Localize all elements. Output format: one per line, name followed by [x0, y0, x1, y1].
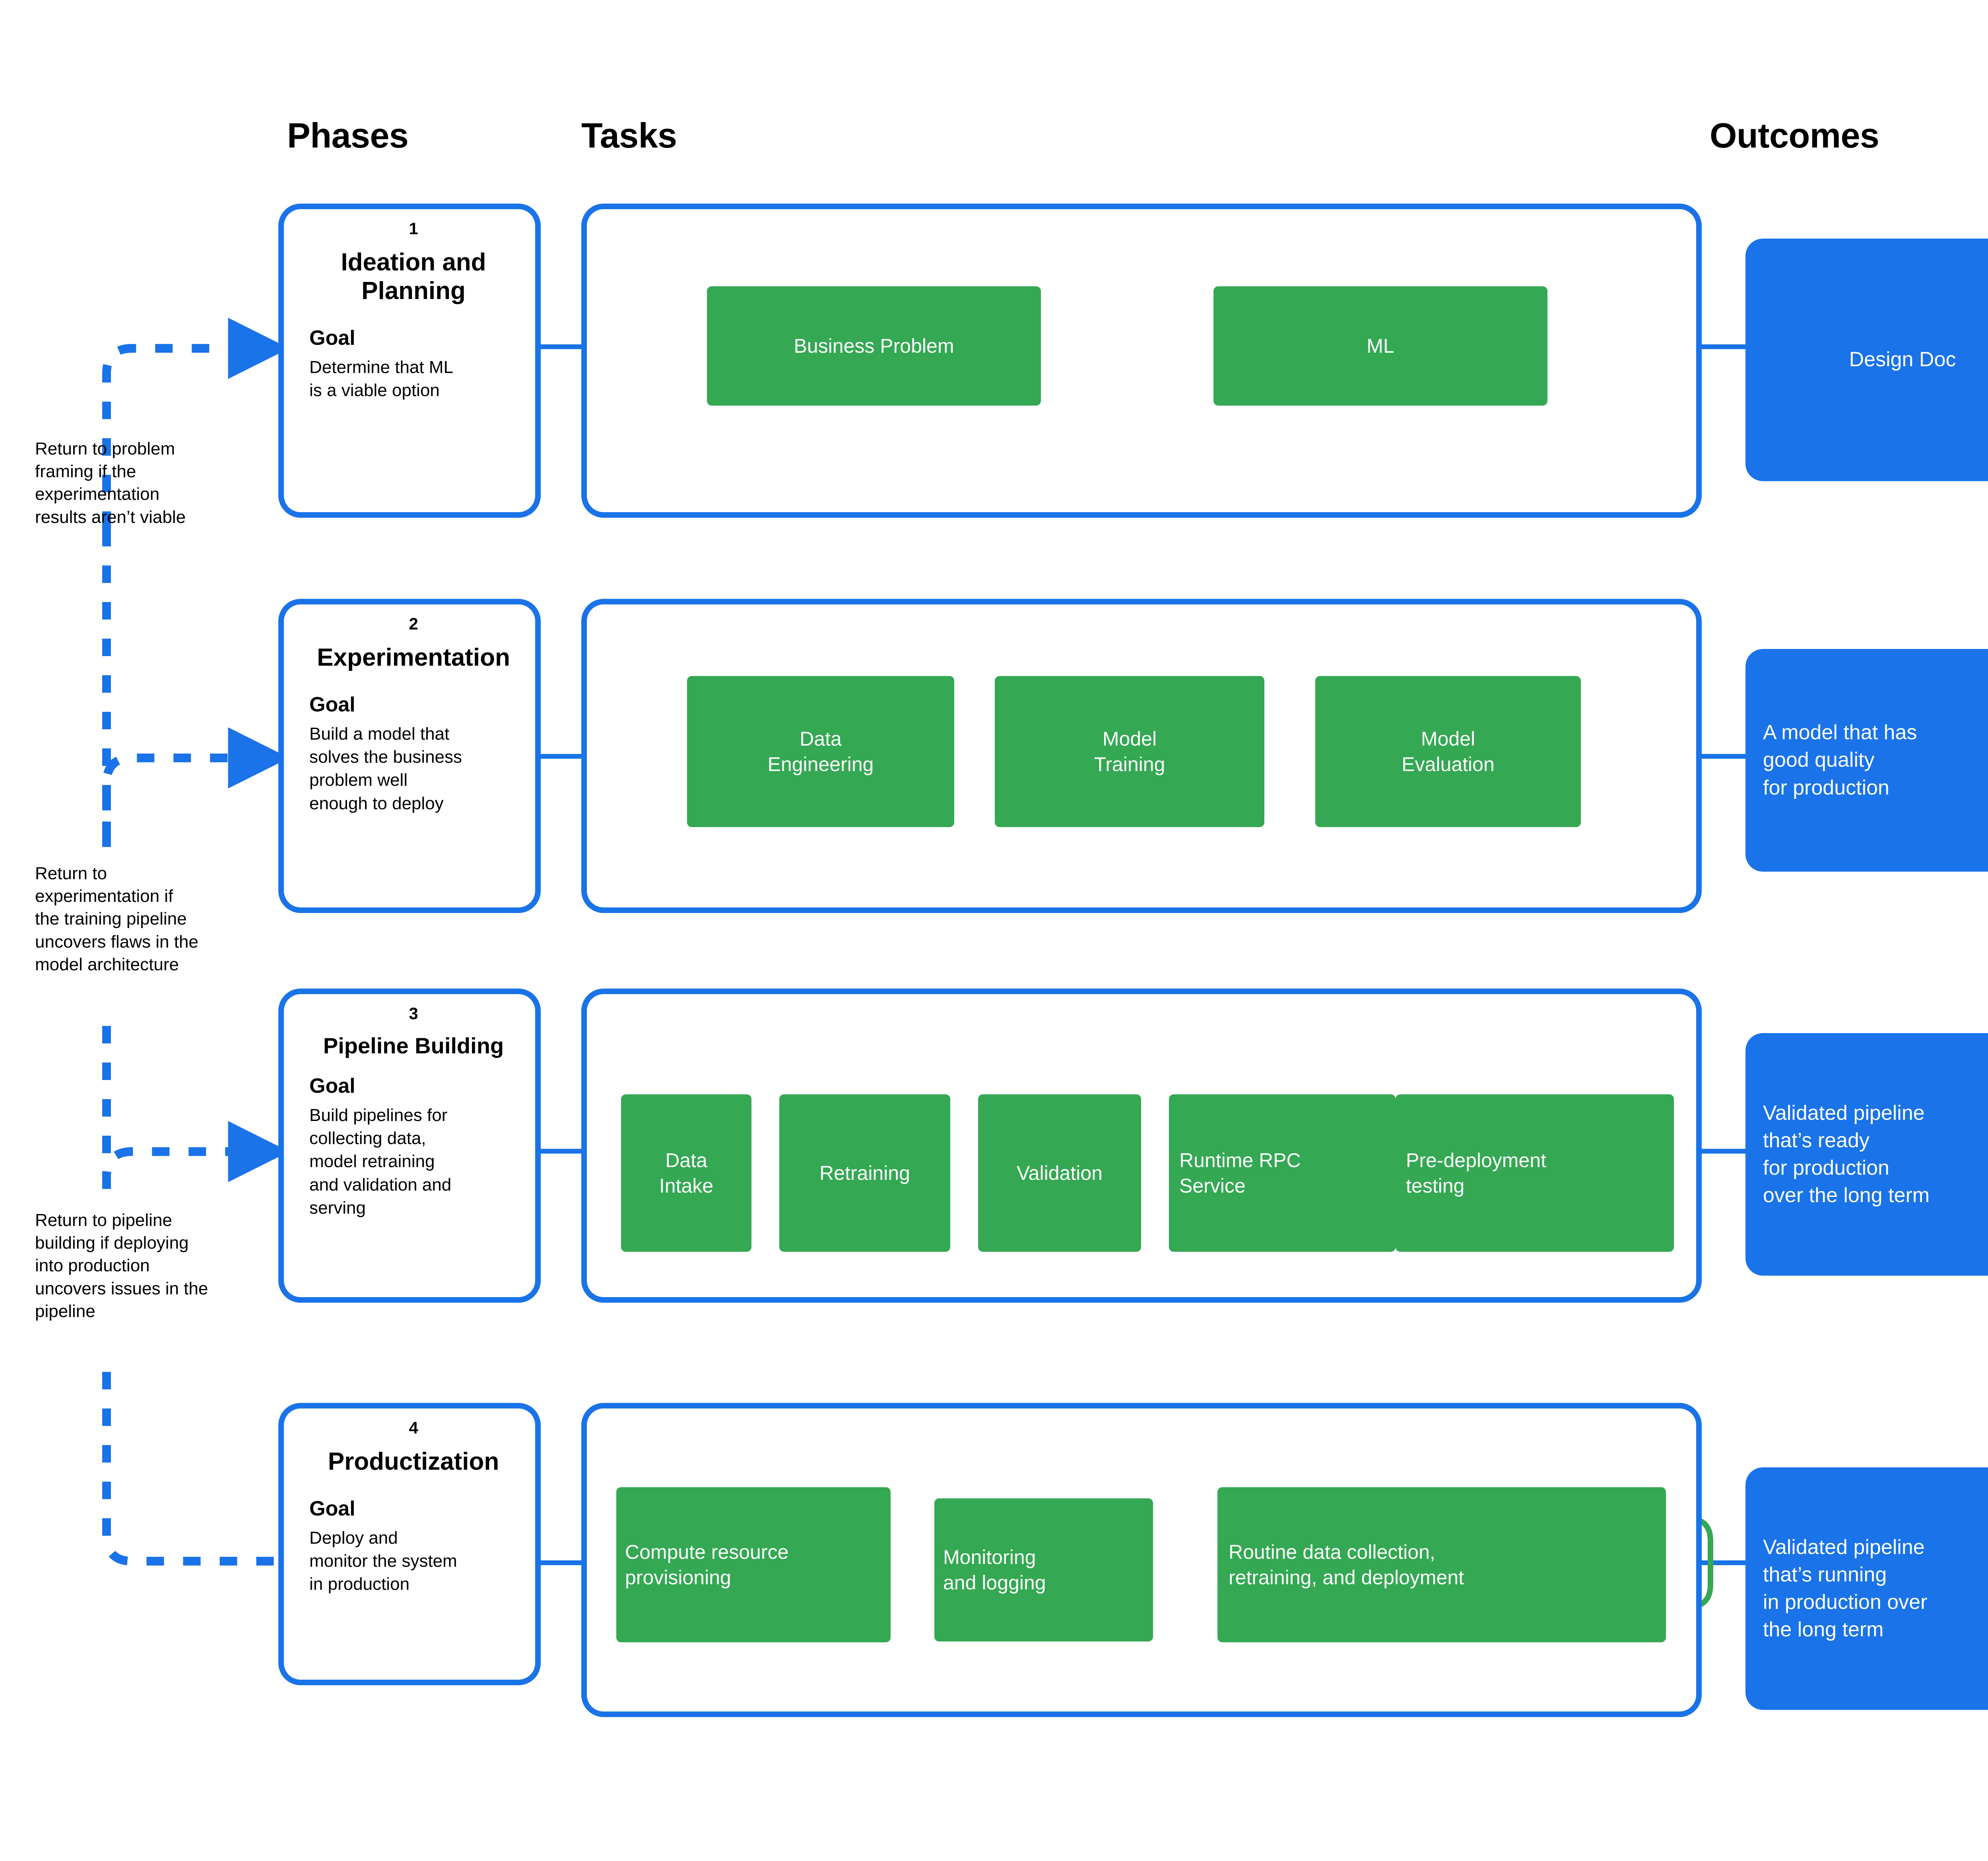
phase-goal-text-2: Build a model that solves the business p… — [309, 724, 462, 813]
column-header-outcomes: Outcomes — [1710, 116, 1879, 155]
phase-card-3[interactable]: 3 Pipeline Building Goal Build pipelines… — [278, 989, 541, 1303]
feedback-spine-left — [102, 529, 278, 1566]
task-box-business-problem[interactable]: Business Problem — [707, 286, 1041, 406]
feedback-note-2: Return to experimentation if the trainin… — [35, 864, 198, 974]
task-box-data-engineering[interactable]: Data Engineering — [687, 676, 954, 827]
outcome-box-2[interactable]: A model that has good quality for produc… — [1745, 649, 1988, 872]
phase-card-2[interactable]: 2 Experimentation Goal Build a model tha… — [278, 599, 541, 913]
phase-number-3: 3 — [409, 1004, 418, 1023]
task-box-pre-deployment-testing[interactable]: Pre-deployment testing — [1396, 1094, 1674, 1252]
task-box-runtime-rpc-service[interactable]: Runtime RPC Service — [1169, 1094, 1396, 1252]
task-box-data-intake[interactable]: Data Intake — [621, 1094, 751, 1252]
task-box-model-evaluation[interactable]: Model Evaluation — [1315, 676, 1581, 827]
phase-title-4: Productization — [328, 1448, 499, 1476]
phase-title-1: Ideation and Planning — [341, 249, 486, 305]
phase-title-3: Pipeline Building — [323, 1033, 504, 1059]
phase-goal-label-4: Goal — [309, 1497, 355, 1521]
task-box-model-training[interactable]: Model Training — [995, 676, 1264, 827]
phase-goal-label-3: Goal — [309, 1074, 355, 1098]
phase-number-1: 1 — [409, 219, 418, 238]
feedback-arrow-to-phase2 — [102, 727, 289, 847]
feedback-note-3: Return to pipeline building if deploying… — [35, 1210, 208, 1321]
phase-goal-text-4: Deploy and monitor the system in product… — [309, 1528, 457, 1594]
phase-number-4: 4 — [409, 1418, 418, 1437]
phase-task-connectors — [541, 344, 581, 1565]
task-box-routine-data-collection[interactable]: Routine data collection, retraining, and… — [1217, 1487, 1666, 1642]
task-box-monitoring-and-logging[interactable]: Monitoring and logging — [934, 1498, 1153, 1641]
outcome-box-3[interactable]: Validated pipeline that’s ready for prod… — [1745, 1033, 1988, 1276]
outcome-box-1[interactable]: Design Doc — [1745, 239, 1988, 481]
phase-goal-label-1: Goal — [309, 326, 355, 350]
phase-title-2: Experimentation — [317, 644, 510, 672]
phase-number-2: 2 — [409, 614, 418, 633]
column-header-phases: Phases — [287, 116, 409, 155]
task-box-validation[interactable]: Validation — [978, 1094, 1141, 1252]
column-header-tasks: Tasks — [581, 116, 677, 155]
task-box-ml[interactable]: ML — [1213, 286, 1547, 406]
phase-goal-text-1: Determine that ML is a viable option — [309, 357, 453, 400]
phase-goal-text-3: Build pipelines for collecting data, mod… — [309, 1105, 452, 1218]
phase-card-4[interactable]: 4 Productization Goal Deploy and monitor… — [278, 1403, 541, 1685]
feedback-note-1: Return to problem framing if the experim… — [35, 439, 186, 527]
task-green-links — [751, 344, 1396, 1566]
task-outcome-connectors — [1702, 344, 1745, 1565]
outcome-box-4[interactable]: Validated pipeline that’s running in pro… — [1745, 1467, 1988, 1710]
task-box-retraining[interactable]: Retraining — [779, 1094, 950, 1252]
task-box-compute-resource-provisioning[interactable]: Compute resource provisioning — [616, 1487, 891, 1642]
feedback-arrow-to-phase3 — [102, 1121, 289, 1189]
phase-goal-label-2: Goal — [309, 693, 355, 717]
phase-card-1[interactable]: 1 Ideation and Planning Goal Determine t… — [278, 204, 541, 518]
